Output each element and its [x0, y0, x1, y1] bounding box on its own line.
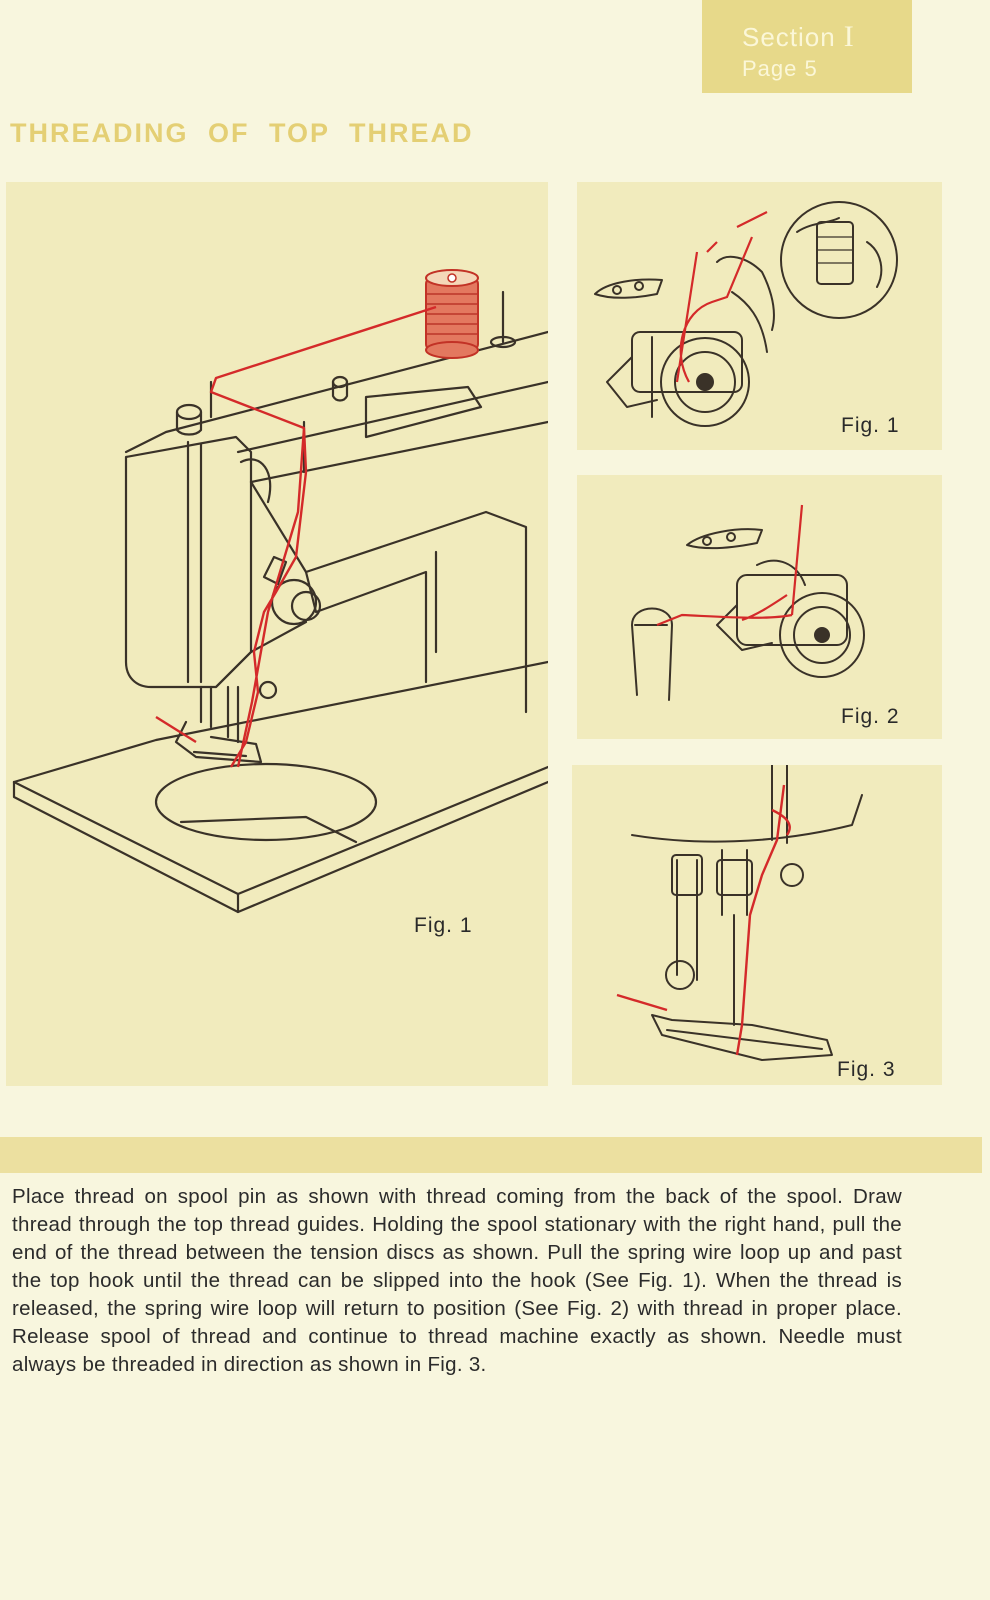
figure-2-label: Fig. 2 [841, 705, 900, 728]
spring-wire-loop-illustration [594, 201, 898, 427]
figure-2-panel: Fig. 2 [577, 475, 942, 739]
figure-3-label: Fig. 3 [837, 1058, 896, 1081]
instructions-text: Place thread on spool pin as shown with … [12, 1185, 902, 1376]
thread-spool [425, 269, 479, 359]
page-title: THREADING OF TOP THREAD [10, 118, 474, 148]
page-number: Page 5 [742, 56, 818, 81]
sewing-machine-illustration [12, 269, 548, 914]
figure-3-panel: Fig. 3 [572, 765, 942, 1085]
figure-1-label: Fig. 1 [841, 414, 900, 437]
thread-hook-illustration [631, 504, 865, 701]
main-figure-panel: Fig. 1 [6, 182, 548, 1086]
needle-threading-illustration [616, 765, 863, 1061]
section-numeral: I [843, 20, 855, 53]
thread-path [155, 305, 437, 768]
divider-band [0, 1137, 982, 1173]
figure-1-panel: Fig. 1 [577, 182, 942, 450]
main-figure-label: Fig. 1 [414, 914, 473, 937]
